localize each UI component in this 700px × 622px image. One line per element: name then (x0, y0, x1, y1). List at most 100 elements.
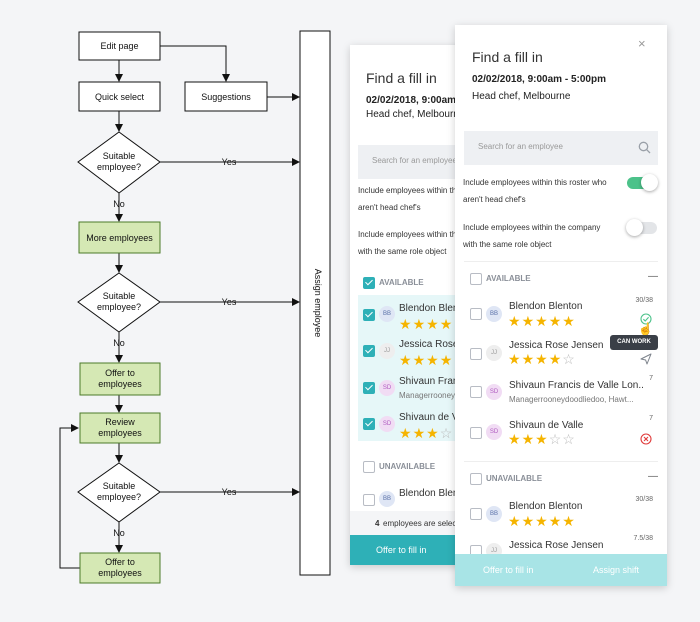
svg-text:employees: employees (98, 428, 142, 438)
avatar: BB (486, 306, 502, 322)
node-suggestions: Suggestions (184, 81, 268, 112)
edge-label-no: No (113, 338, 125, 348)
option-roster-label: Include employees within this roster who… (463, 178, 607, 204)
employee-name: Shivaun de Valle (399, 412, 469, 423)
hand-cursor-icon: ☝ (638, 322, 653, 336)
collapse-icon[interactable]: — (648, 471, 658, 482)
avatar: SD (486, 384, 502, 400)
node-suitable-employee-1: Suitable employee? (77, 131, 161, 194)
row-checkbox[interactable] (470, 427, 482, 439)
svg-text:Suitable: Suitable (103, 151, 136, 161)
row-checkbox[interactable] (363, 418, 375, 430)
rating-stars: ★★★★★ (508, 513, 576, 529)
row-checkbox[interactable] (363, 382, 375, 394)
select-all-available-checkbox[interactable] (363, 277, 375, 289)
avatar: SD (379, 380, 395, 396)
search-input[interactable]: Search for an employee (464, 131, 658, 165)
select-all-available-checkbox[interactable] (470, 273, 482, 285)
hours-count: 7.5/38 (633, 535, 653, 542)
shift-date: 02/02/2018, 9:00am - (366, 95, 463, 106)
node-offer-to-employees-1: Offer to employees (79, 362, 161, 396)
employee-name: Shivaun de Valle (509, 420, 584, 431)
employee-subtitle: Managerrooneydoodliedoo, Hawt... (509, 395, 634, 404)
avatar: SD (486, 424, 502, 440)
close-icon[interactable]: × (638, 36, 646, 51)
collapse-icon[interactable]: — (648, 271, 658, 282)
employee-name: Jessica Rose Jensen (509, 340, 604, 351)
row-checkbox[interactable] (470, 386, 482, 398)
footer-actions: Offer to fill in Assign shift (455, 554, 667, 586)
employee-name: Blendon Blenton (399, 303, 469, 314)
avatar: BB (486, 506, 502, 522)
send-offer-icon[interactable] (640, 353, 652, 365)
node-offer-to-employees-2: Offer to employees (79, 552, 161, 584)
avatar: SD (379, 416, 395, 432)
back-panel: Find a fill in 02/02/2018, 9:00am - Head… (350, 45, 470, 565)
svg-text:employee?: employee? (97, 302, 141, 312)
employee-name: Jessica Rose J (399, 339, 467, 350)
row-checkbox[interactable] (470, 308, 482, 320)
available-header: AVAILABLE (379, 278, 424, 287)
row-checkbox[interactable] (363, 494, 375, 506)
avatar: JJ (486, 345, 502, 361)
shift-date: 02/02/2018, 9:00am - 5:00pm (472, 74, 606, 85)
rating-stars: ★★★★★ (508, 313, 576, 329)
rating-stars: ★★★☆ (399, 425, 454, 441)
avatar: BB (379, 306, 395, 322)
panel-title: Find a fill in (366, 70, 437, 86)
row-checkbox[interactable] (470, 508, 482, 520)
edge-label-no: No (113, 528, 125, 538)
flowchart: Edit page Quick select Suggestions Suita… (59, 30, 331, 584)
svg-text:Offer to: Offer to (105, 557, 135, 567)
svg-text:employee?: employee? (97, 492, 141, 502)
divider (464, 461, 658, 462)
can-work-tooltip: CAN WORK (610, 335, 658, 350)
svg-text:employees: employees (98, 568, 142, 578)
edge-label-yes: Yes (222, 487, 237, 497)
svg-text:Assign employee: Assign employee (313, 269, 323, 338)
node-suitable-employee-3: Suitable employee? (77, 462, 161, 523)
svg-text:Suggestions: Suggestions (201, 92, 251, 102)
svg-text:employees: employees (98, 379, 142, 389)
search-input[interactable]: Search for an employee (358, 145, 470, 179)
select-all-unavailable-checkbox[interactable] (363, 461, 375, 473)
employee-name: Blendon Blenton (399, 488, 469, 499)
node-assign-employee: Assign employee (299, 30, 331, 576)
shift-role: Head chef, Melbourne (366, 109, 465, 120)
row-checkbox[interactable] (470, 348, 482, 360)
available-header: AVAILABLE (486, 274, 531, 283)
hours-count: 7 (649, 415, 653, 422)
can-work-check-icon[interactable] (640, 313, 652, 325)
rating-stars: ★★★☆☆ (508, 431, 576, 447)
selection-summary: 4 employees are select (350, 511, 470, 535)
assign-shift-button[interactable]: Assign shift (593, 565, 640, 575)
hours-count: 30/38 (635, 496, 653, 503)
svg-text:Suitable: Suitable (103, 481, 136, 491)
employee-subtitle: Managerrooneyd (399, 391, 460, 400)
employee-name: Blendon Blenton (509, 301, 583, 312)
company-toggle[interactable] (626, 219, 657, 236)
select-all-unavailable-checkbox[interactable] (470, 473, 482, 485)
panel-title: Find a fill in (472, 49, 543, 65)
edge-label-yes: Yes (222, 157, 237, 167)
roster-toggle[interactable] (627, 174, 658, 191)
cannot-work-icon[interactable] (640, 433, 652, 445)
node-review-employees: Review employees (79, 412, 161, 444)
search-icon (638, 141, 651, 154)
rating-stars: ★★★★ (399, 352, 454, 368)
offer-to-fill-in-button[interactable]: Offer to fill in (483, 565, 534, 575)
hours-count: 7 (649, 375, 653, 382)
node-quick-select: Quick select (78, 81, 161, 112)
offer-to-fill-in-button[interactable]: Offer to fill in (350, 535, 470, 565)
node-edit-page: Edit page (78, 31, 161, 61)
svg-text:Offer to: Offer to (105, 368, 135, 378)
shift-role: Head chef, Melbourne (472, 91, 571, 102)
row-checkbox[interactable] (363, 345, 375, 357)
hours-count: 30/38 (635, 297, 653, 304)
rating-stars: ★★★★ (399, 316, 454, 332)
row-checkbox[interactable] (363, 309, 375, 321)
unavailable-header: UNAVAILABLE (486, 474, 543, 483)
